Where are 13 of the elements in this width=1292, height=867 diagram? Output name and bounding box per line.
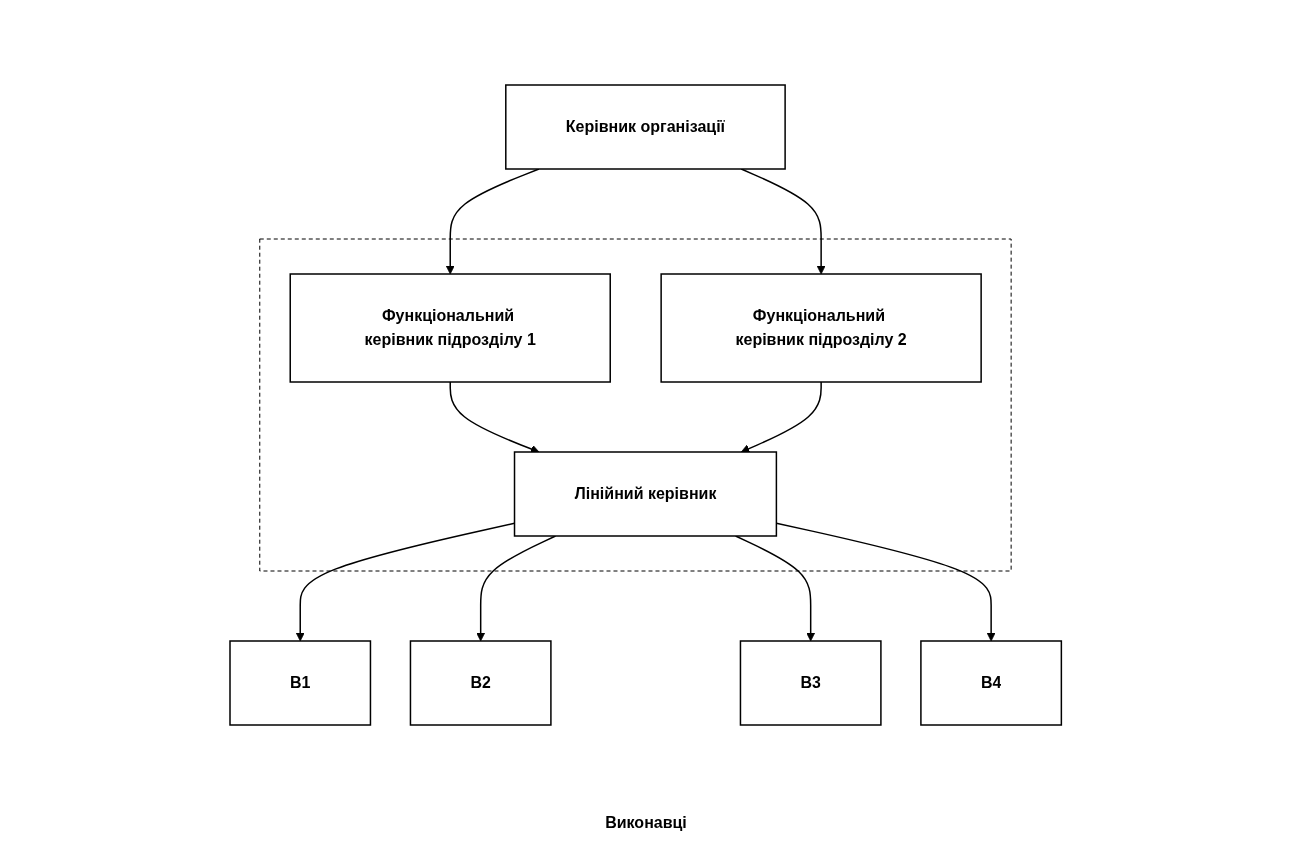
node-box: В1 bbox=[229, 640, 372, 726]
arrow bbox=[735, 535, 816, 642]
cluster bbox=[259, 238, 1012, 572]
node-box: В4 bbox=[920, 640, 1063, 726]
node-box: Функціональний керівник підрозділу 2 bbox=[660, 273, 983, 383]
node-box: Керівник організації bbox=[505, 84, 787, 170]
node-box: В2 bbox=[410, 640, 552, 726]
arrow bbox=[449, 381, 540, 454]
arrow bbox=[741, 381, 823, 453]
node-box: В3 bbox=[740, 640, 882, 726]
node-box: Функціональний керівник підрозділу 1 bbox=[289, 273, 612, 383]
caption-text: Виконавці bbox=[605, 814, 687, 832]
node-box: Лінійний керівник bbox=[514, 451, 778, 537]
